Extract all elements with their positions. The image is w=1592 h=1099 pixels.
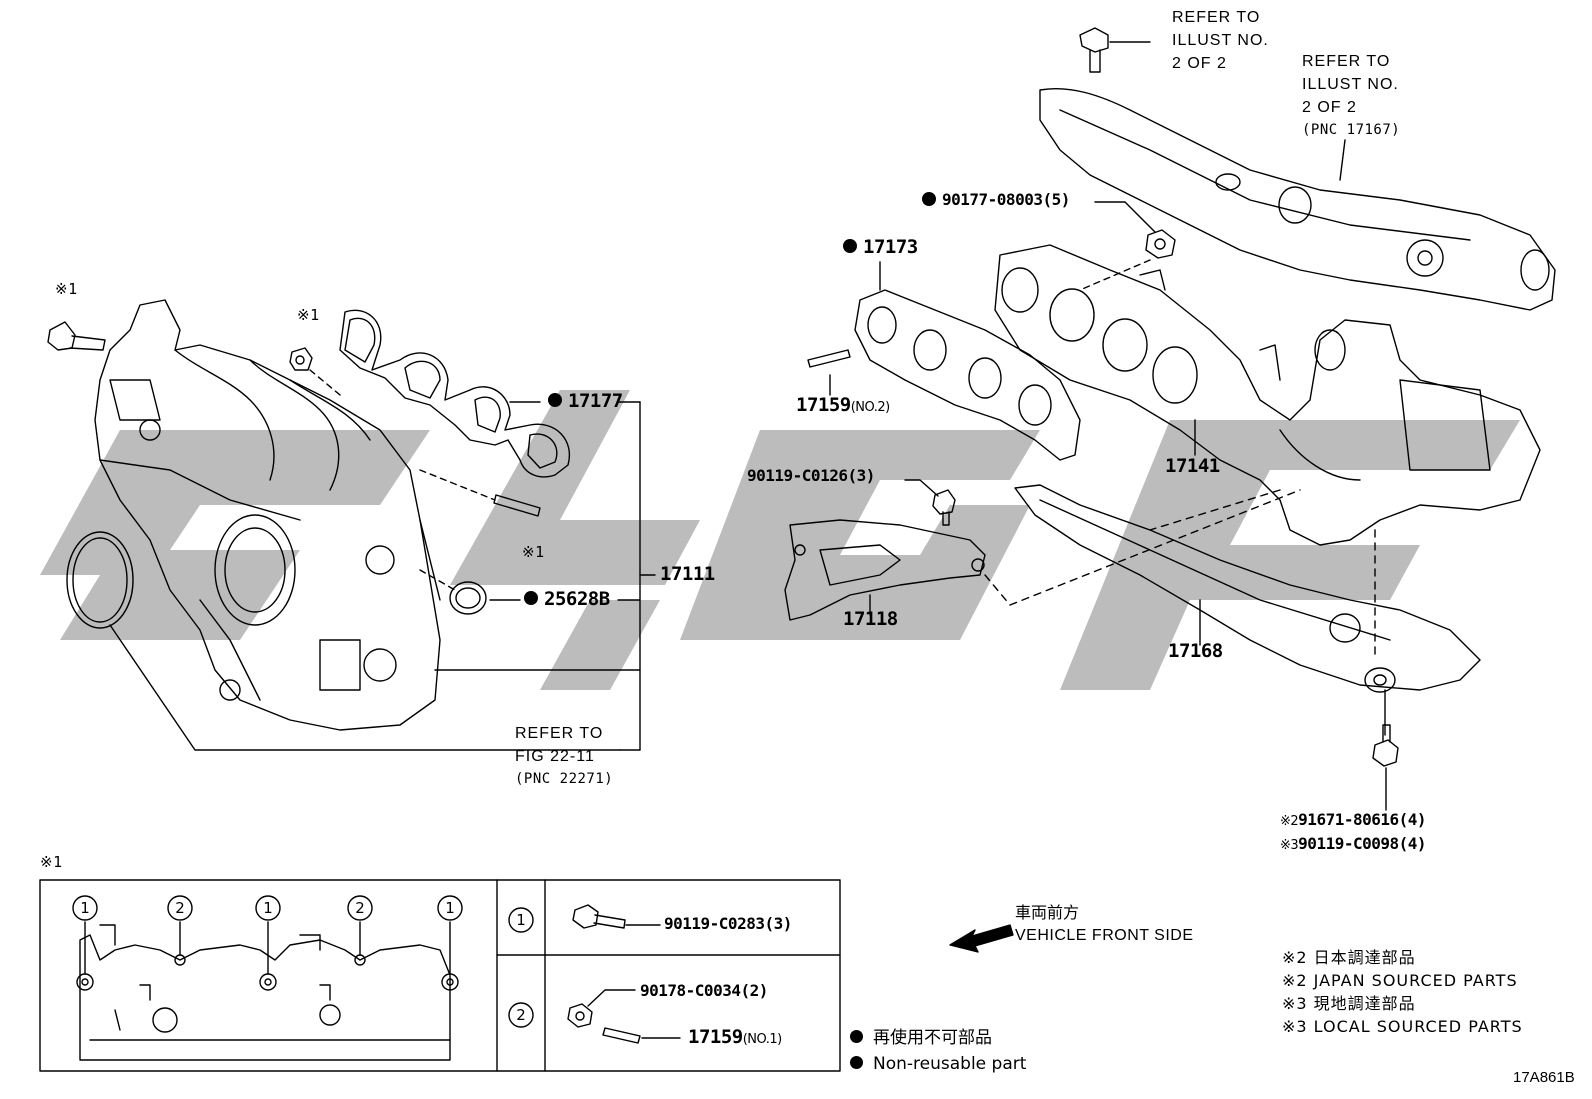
intake-gasket-17177 xyxy=(339,309,571,478)
inset-table xyxy=(39,879,841,1072)
nut-icon xyxy=(1145,229,1176,259)
refer-illust-insulator[interactable]: REFER TO ILLUST NO. 2 OF 2 (PNC 17167) xyxy=(1302,53,1401,138)
exhaust-manifold-17141 xyxy=(994,244,1541,546)
watermark-logo xyxy=(40,390,1520,690)
exhaust-gasket-17173 xyxy=(854,289,1081,461)
circle-label-2: 2 xyxy=(175,899,185,917)
mark-note-1: ※1 xyxy=(522,543,545,561)
bolt-icon xyxy=(1079,27,1109,73)
circle-label-1: 1 xyxy=(80,899,90,917)
part-label-90178-C0034[interactable]: 90178-C0034(2) xyxy=(640,981,768,1000)
stud-icon xyxy=(807,349,851,368)
bolt-icon xyxy=(47,321,106,351)
o-ring-gasket xyxy=(66,531,134,629)
refer-fig-22-11[interactable]: REFER TO FIG 22-11 (PNC 22271) xyxy=(515,725,614,787)
part-label-91671-80616[interactable]: ※291671-80616(4) xyxy=(1280,810,1427,829)
heat-insulator-upper xyxy=(1039,88,1556,311)
circle-label-1: 1 xyxy=(263,899,273,917)
gasket-25628B xyxy=(449,581,487,615)
bracket-17118 xyxy=(784,519,986,621)
part-label-90119-C0283[interactable]: 90119-C0283(3) xyxy=(664,914,792,933)
part-label-90177-08003[interactable]: 90177-08003(5) xyxy=(922,191,1070,208)
direction-label-jp: 車両前方 xyxy=(1015,905,1080,922)
legend-non-reusable-en: Non-reusable part xyxy=(850,1055,1026,1073)
bolt-icon xyxy=(1372,724,1399,767)
part-label-17159-no1[interactable]: 17159(NO.1) xyxy=(688,1026,782,1048)
figure-id: 17A861B xyxy=(1513,1069,1575,1086)
circle-label-1: 1 xyxy=(516,911,526,929)
part-label-17173[interactable]: 17173 xyxy=(843,238,918,257)
circle-label-2: 2 xyxy=(355,899,365,917)
part-label-25628B[interactable]: 25628B xyxy=(524,590,610,609)
mark-note-1: ※1 xyxy=(297,306,320,324)
part-label-17111[interactable]: 17111 xyxy=(660,563,715,585)
heat-insulator-lower-17168 xyxy=(1014,484,1481,693)
part-label-17177[interactable]: 17177 xyxy=(548,392,623,411)
sourcing-notes: ※2 日本調達部品 ※2 JAPAN SOURCED PARTS ※3 現地調達… xyxy=(1282,948,1523,1036)
part-label-17168[interactable]: 17168 xyxy=(1168,640,1223,662)
front-direction-arrow-icon xyxy=(949,924,1014,953)
part-label-90119-C0098[interactable]: ※390119-C0098(4) xyxy=(1280,834,1427,853)
mark-note-1: ※1 xyxy=(55,280,78,298)
nut-icon xyxy=(289,347,313,371)
circle-label-1: 1 xyxy=(445,899,455,917)
circle-label-2: 2 xyxy=(516,1006,526,1024)
mark-note-1: ※1 xyxy=(40,853,63,871)
part-label-17159-no2[interactable]: 17159(NO.2) xyxy=(796,394,890,416)
direction-label-en: VEHICLE FRONT SIDE xyxy=(1015,927,1194,944)
bolt-icon xyxy=(932,489,956,526)
refer-illust-bolt[interactable]: REFER TO ILLUST NO. 2 OF 2 xyxy=(1172,9,1269,72)
legend-non-reusable-jp: 再使用不可部品 xyxy=(850,1029,992,1047)
part-label-90119-C0126[interactable]: 90119-C0126(3) xyxy=(747,466,875,485)
part-label-17141[interactable]: 17141 xyxy=(1165,455,1220,477)
part-label-17118[interactable]: 17118 xyxy=(843,608,898,630)
intake-manifold xyxy=(94,299,441,731)
